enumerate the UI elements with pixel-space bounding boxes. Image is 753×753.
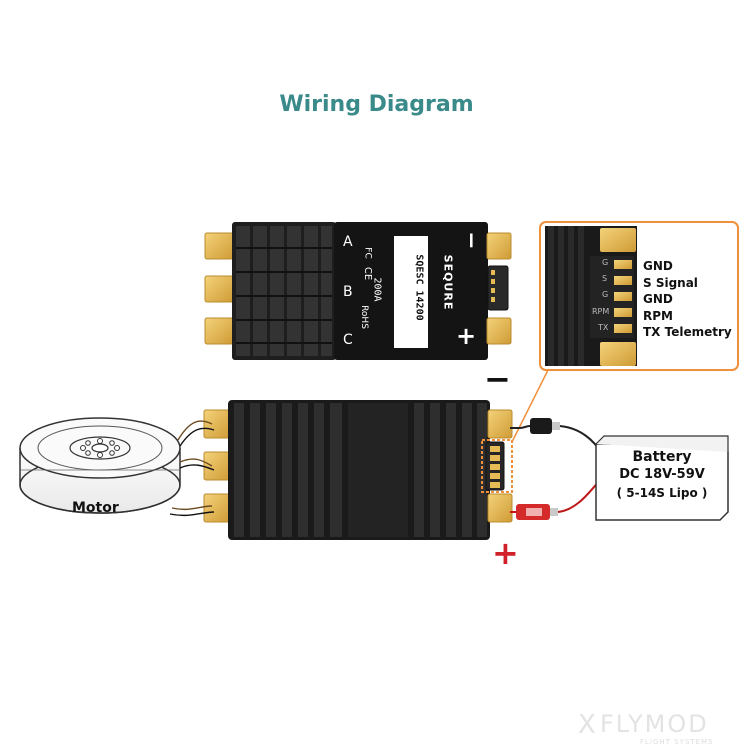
board-mark-g1: G (602, 258, 609, 267)
board-mark-rpm: RPM (592, 307, 610, 316)
watermark-tagline: FLIGHT SYSTEMS (640, 738, 714, 746)
lipo-text: 5-14S Lipo (402, 259, 414, 320)
signal-header-highlight (481, 439, 513, 493)
power-pads-bottom (485, 409, 513, 523)
esc-plus-sign: + (456, 322, 477, 350)
pin-label-rpm: RPM (643, 308, 673, 323)
phase-label-a: A (343, 234, 353, 250)
battery-voltage: DC 18V-59V (619, 467, 705, 482)
heatsink-fins-bottom (234, 403, 487, 537)
battery-label: Battery DC 18V-59V ( 5-14S Lipo ) (598, 448, 726, 502)
model-label-strip (394, 236, 428, 348)
pin-label-gnd-2: GND (643, 292, 673, 306)
brand-logo: SEQURE (441, 254, 455, 311)
esc-minus-sign: − (458, 231, 484, 250)
phase-label-b: B (343, 284, 353, 300)
negative-connector (530, 418, 552, 434)
battery-box (595, 435, 729, 521)
negative-sign: − (484, 360, 511, 398)
heatsink-fins-top (236, 226, 332, 356)
fcc-mark: FC (362, 247, 373, 259)
diagram-title: Wiring Diagram (279, 92, 474, 117)
esc-top-view (204, 222, 512, 360)
battery-title: Battery (632, 449, 692, 465)
power-pads-top (486, 232, 512, 345)
watermark-logo: X FLYMOD FLIGHT SYSTEMS (578, 708, 748, 748)
esc-bottom-view (203, 400, 513, 540)
battery-wires (510, 418, 603, 520)
board-mark-tx: TX (598, 323, 609, 332)
board-mark-s: S (602, 274, 608, 283)
zoom-connector-line (511, 369, 549, 443)
motor-illustration (19, 417, 181, 514)
pin-label-list: GND S Signal GND RPM TX Telemetry (643, 258, 732, 341)
motor-wires (169, 420, 215, 517)
pin-label-signal: S Signal (643, 275, 698, 290)
positive-sign: + (492, 534, 519, 572)
battery-cells: ( 5-14S Lipo ) (616, 486, 708, 500)
phase-pads-bottom (203, 409, 231, 523)
watermark-mark: X (578, 710, 596, 740)
model-text: SQESC 14200 (413, 254, 425, 321)
pin-label-telemetry: TX Telemetry (643, 325, 732, 339)
current-rating-text: 200A (371, 277, 383, 302)
phase-label-c: C (343, 332, 353, 348)
motor-label: Motor (72, 500, 119, 516)
rohs-mark: RoHS (358, 305, 369, 329)
board-mark-g2: G (602, 290, 609, 299)
pin-label-gnd-1: GND (643, 259, 673, 273)
watermark-name: FLYMOD (600, 710, 709, 738)
phase-pads-top (204, 232, 234, 345)
pin-zoom-inset (539, 221, 739, 371)
